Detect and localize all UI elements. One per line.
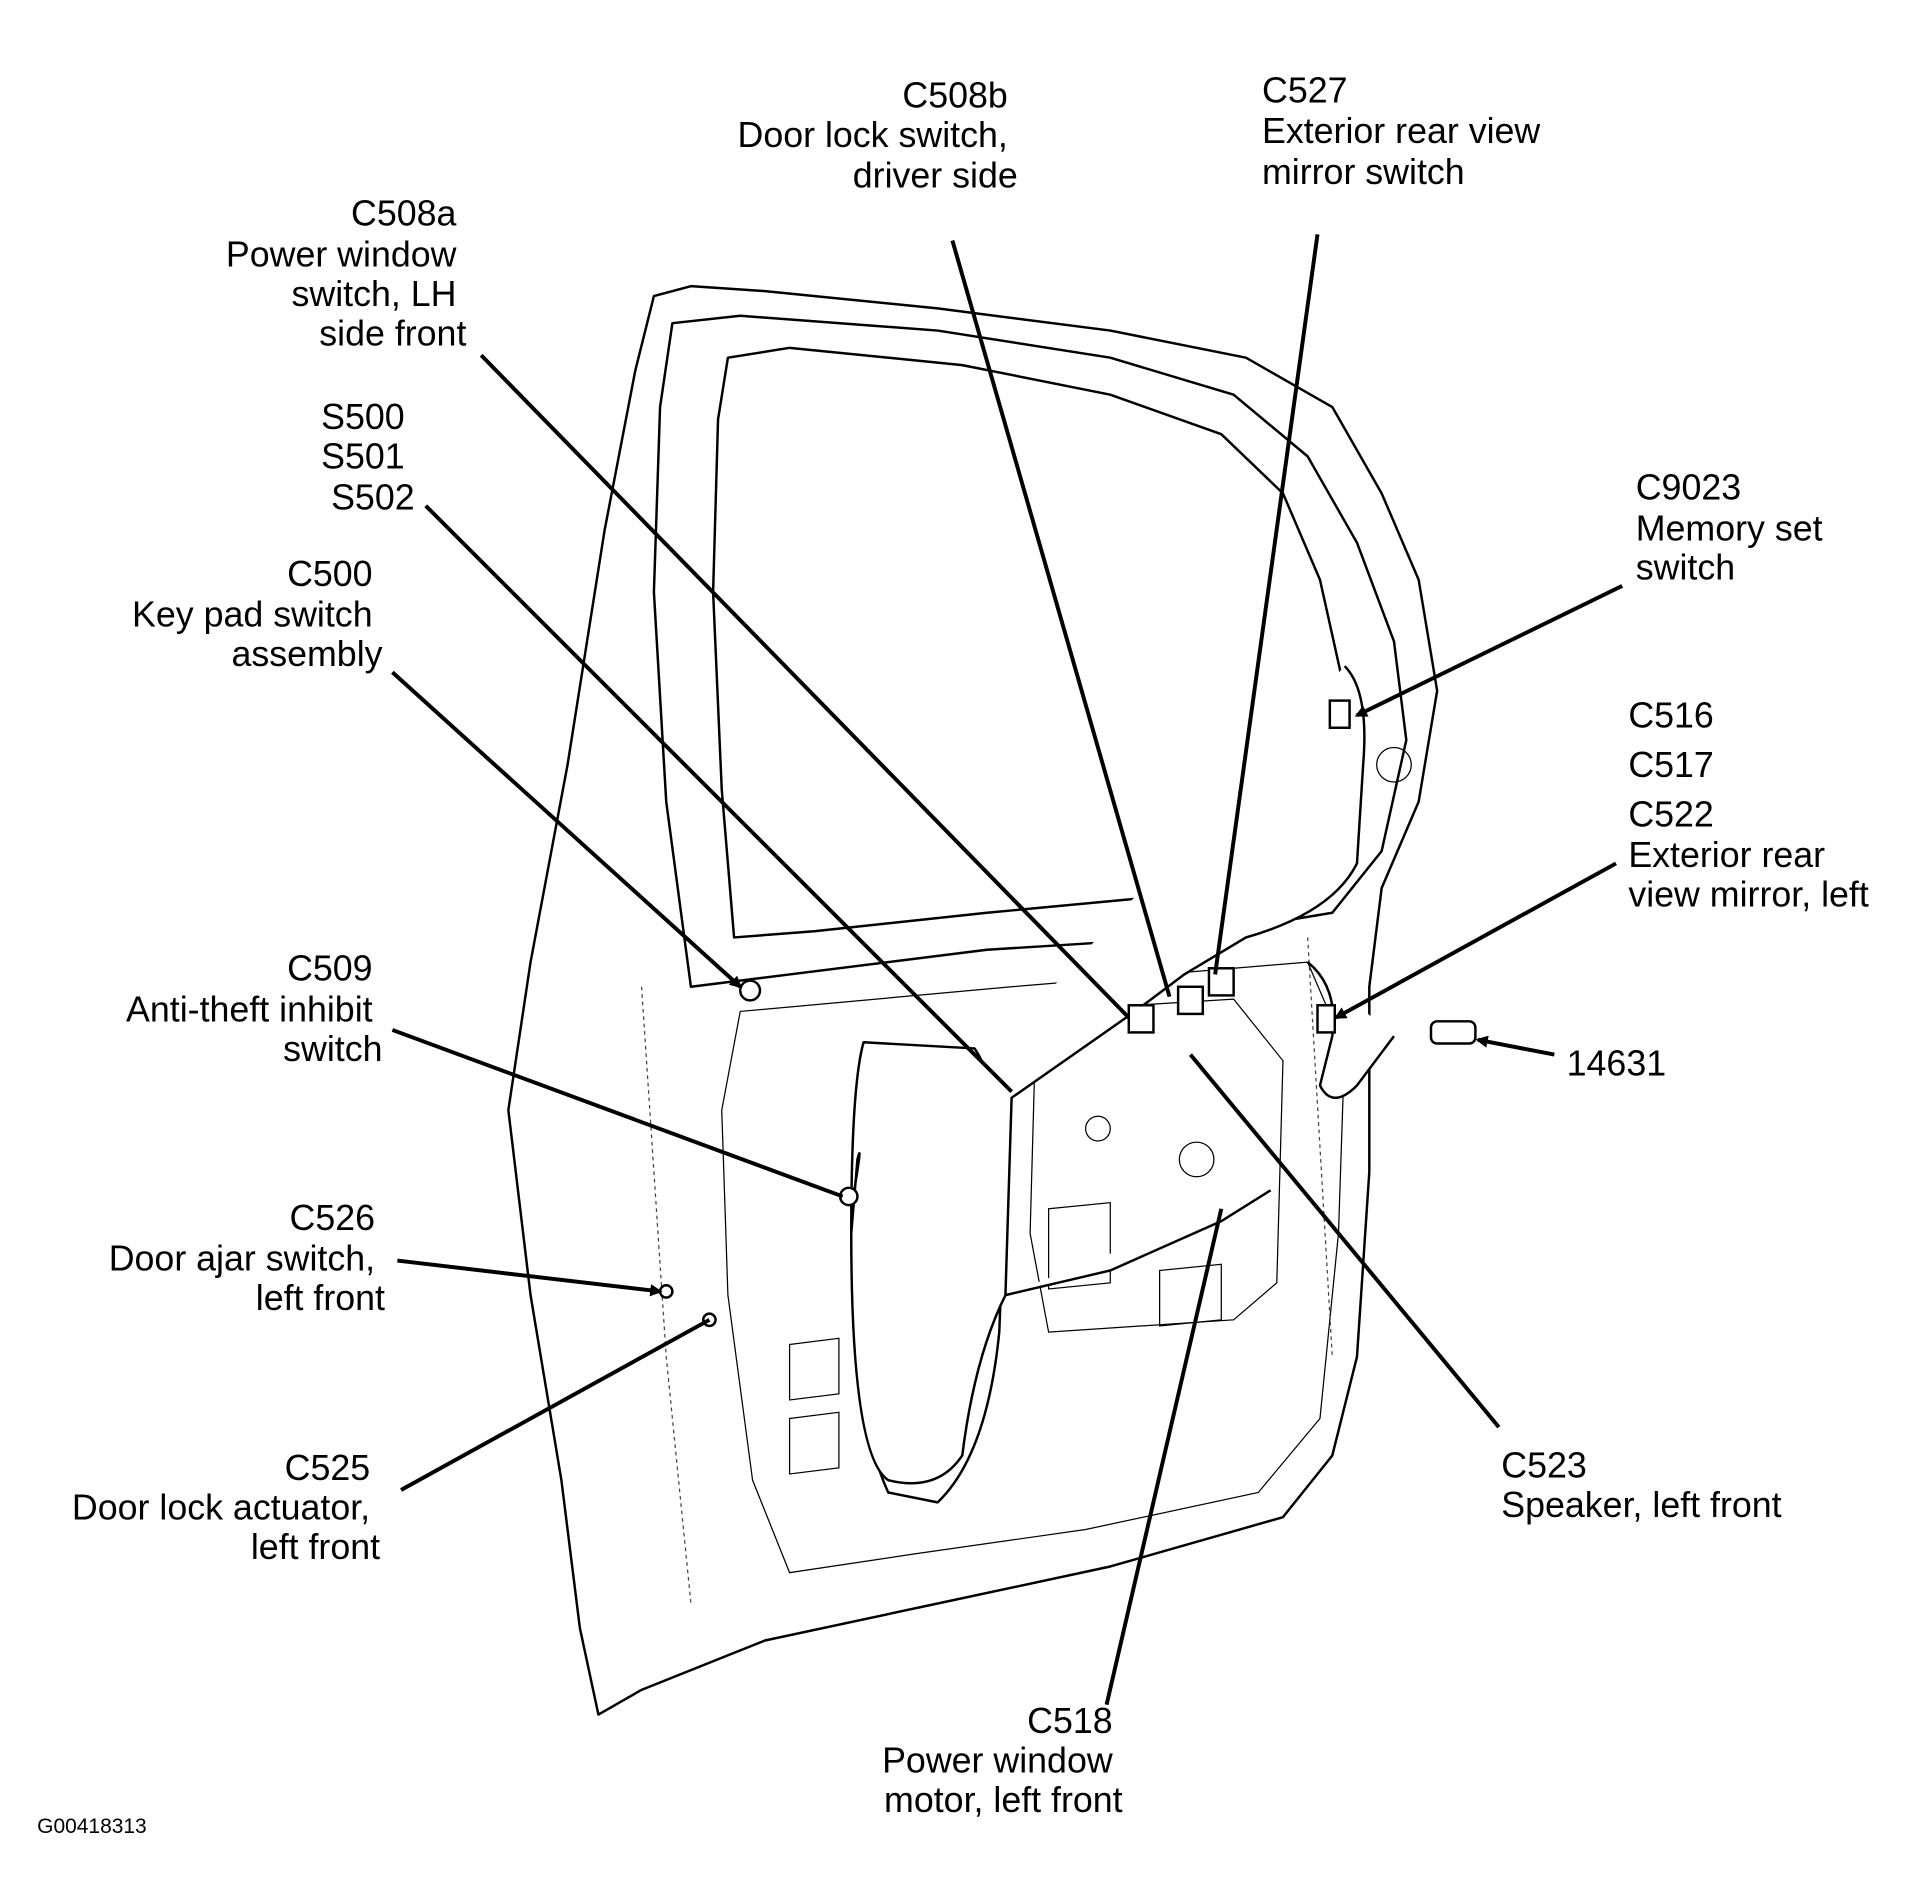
door-illustration <box>507 284 1477 1716</box>
window-frame-outer <box>652 314 1408 989</box>
fastener-hole <box>1084 1115 1111 1142</box>
leader-lines <box>391 234 1624 1706</box>
callout-c526: C526 Door ajar switch, left front <box>109 1198 385 1318</box>
door-lock-switch-connector <box>1176 985 1205 1016</box>
leader-c500 <box>391 670 743 989</box>
key-pad-connector <box>739 979 762 1002</box>
door-ajar-connector <box>658 1284 674 1299</box>
leader-c526 <box>397 1258 663 1297</box>
inner-panel-outline <box>721 961 1346 1574</box>
inner-trim-dashed <box>640 937 1333 1604</box>
anti-theft-connector <box>838 1186 859 1207</box>
memory-switch-connector <box>1328 699 1351 729</box>
wiring-harness <box>850 665 1366 1485</box>
callout-14631: 14631 <box>1567 1044 1666 1084</box>
leader-c523 <box>1188 1053 1501 1429</box>
figure-code: G00418313 <box>37 1815 147 1838</box>
leader-s500 <box>424 504 1014 1094</box>
leader-c516 <box>1333 861 1617 1020</box>
mirror-switch-connector <box>1207 967 1235 997</box>
callout-c9023: C9023 Memory set switch <box>1636 468 1833 588</box>
leader-c527 <box>1213 234 1320 975</box>
callout-c508b: C508b Door lock switch, driver side <box>738 75 1018 195</box>
leader-c508a <box>479 353 1131 1019</box>
callout-c527: C527 Exterior rear view mirror switch <box>1262 70 1550 191</box>
callout-c525: C525 Door lock actuator, left front <box>72 1448 380 1567</box>
lower-panel-detail <box>788 1201 1222 1475</box>
wiring-harness-lower <box>1005 1189 1272 1297</box>
leader-14631 <box>1475 1035 1555 1057</box>
leader-c508b <box>950 239 1172 998</box>
callout-c518: C518 Power window motor, left front <box>882 1701 1123 1820</box>
speaker-hole <box>1178 1141 1215 1178</box>
callout-c523: C523 Speaker, left front <box>1501 1446 1781 1525</box>
mirror-connector <box>1316 1004 1337 1034</box>
callout-c508a: C508a Power window switch, LH side front <box>226 194 467 354</box>
wiring-harness-mirror <box>1306 961 1395 1100</box>
door-outer-outline <box>507 284 1439 1716</box>
mirror-mount-hole <box>1376 746 1412 783</box>
leader-c525 <box>400 1318 711 1492</box>
leader-c509 <box>391 1028 844 1199</box>
callout-c509: C509 Anti-theft inhibit switch <box>126 949 382 1069</box>
leader-c518 <box>1104 1208 1224 1706</box>
callout-s500: S500 S501 S502 <box>321 397 414 517</box>
callout-c516: C516 C517 C522 Exterior rear view mirror… <box>1628 696 1869 915</box>
speaker-bracket <box>1029 998 1284 1333</box>
power-window-switch-connector <box>1127 1004 1155 1034</box>
callout-c500: C500 Key pad switch assembly <box>132 554 383 674</box>
leader-c9023 <box>1354 584 1624 718</box>
part-14631 <box>1429 1020 1477 1045</box>
